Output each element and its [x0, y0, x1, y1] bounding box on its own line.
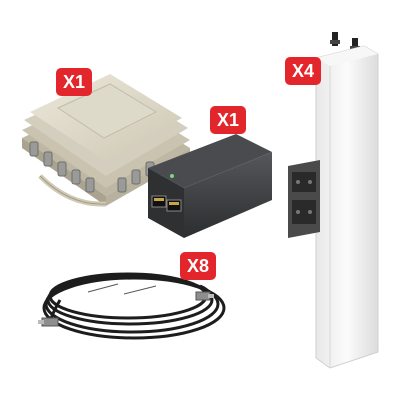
- n-connector-left: [38, 317, 59, 327]
- quantity-badge-cable: X8: [180, 252, 217, 280]
- poe-injector: [148, 134, 272, 238]
- panel-antenna: [288, 32, 379, 369]
- n-connector-right: [195, 291, 214, 301]
- quantity-badge-router: X1: [56, 68, 93, 96]
- quantity-badge-antenna: X4: [285, 57, 322, 85]
- coaxial-cable: [42, 272, 226, 340]
- ethernet-ports: [151, 195, 182, 212]
- mounting-bracket: [288, 160, 320, 238]
- cable-tie: [87, 283, 157, 295]
- quantity-badge-poe-injector: X1: [210, 106, 247, 134]
